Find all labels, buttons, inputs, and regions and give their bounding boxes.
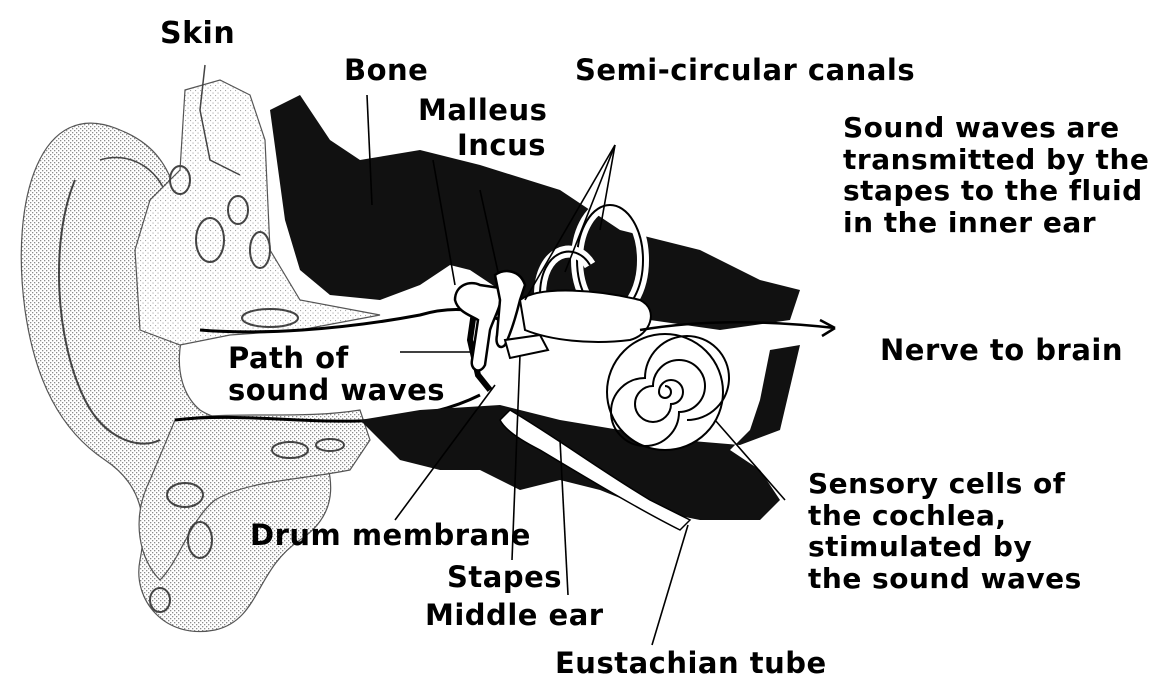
label-sensory-cells: Sensory cells of the cochlea, stimulated… <box>808 468 1082 595</box>
label-eustachian-tube: Eustachian tube <box>555 648 827 678</box>
malleus-shape <box>455 283 501 370</box>
vestibule <box>520 291 651 342</box>
label-skin: Skin <box>160 18 235 50</box>
label-middle-ear: Middle ear <box>425 600 604 630</box>
label-stapes: Stapes <box>447 562 562 592</box>
leader-eustachian <box>652 525 688 645</box>
cochlea <box>607 334 723 450</box>
label-incus: Incus <box>457 130 546 160</box>
label-sound-waves-note: Sound waves are transmitted by the stape… <box>843 112 1149 239</box>
label-nerve-to-brain: Nerve to brain <box>880 335 1123 365</box>
label-malleus: Malleus <box>418 95 547 125</box>
label-bone: Bone <box>344 55 428 85</box>
label-semicircular-canals: Semi-circular canals <box>575 55 915 85</box>
stapes-shape <box>505 335 548 358</box>
label-drum-membrane: Drum membrane <box>250 520 531 550</box>
label-path-of-sound-waves: Path of sound waves <box>228 343 445 407</box>
